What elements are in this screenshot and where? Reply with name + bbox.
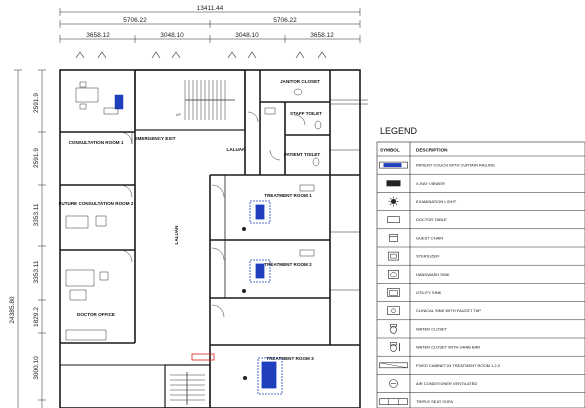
handwash-sink-icon [388,269,399,279]
left-dimensions [14,69,46,408]
xray-viewer-icon [386,180,401,187]
legend-description: PATIENT COUCH WITH CURTAIN RAILING [416,163,495,168]
legend-row: UTILITY SINK [377,288,585,302]
lower-dimension-2: 3048.10 [160,32,184,39]
upper-left-dimension: 5706.22 [123,17,147,24]
emergency-marker [191,353,215,361]
triple-seat-sofa-icon [379,398,408,406]
legend-description: UTILITY SINK [416,290,442,295]
treatment-room-1-label: TREATMENT ROOM 1 [264,193,312,198]
air-conditioner-icon [389,379,398,388]
vertical-dimension-3: 3353.11 [33,203,40,226]
lower-dimension-3: 3048.10 [235,32,259,39]
emergency-exit-label: EMERGENCY EXIT [134,136,175,141]
legend-description: FIXED CABINET IN TREATMENT ROOM 1,2,3 [416,363,501,368]
top-dimensions [59,8,361,43]
vertical-dimension-1: 2591.9 [33,93,40,113]
upper-stair-treads [184,80,235,120]
laluan-upper-label: LALUAN [227,147,247,152]
legend-description: WATER CLOSET WITH GRAB BAR [416,345,480,350]
janitor-closet-label: JANITOR CLOSET [280,79,320,84]
guest-chair-icon [389,234,398,242]
doctor-table-icon [387,216,400,223]
fixed-cabinet-icon [379,362,408,369]
legend-description: EXAMINATION LIGHT [416,199,457,204]
window-markers [75,51,327,59]
legend-description: HANDWASH SINK [416,272,450,277]
exterior-ledge [330,80,368,408]
legend-title: LEGEND [380,126,418,136]
legend-description: WATER CLOSET [416,326,448,331]
toilet-fixtures [264,88,322,257]
utility-sink-icon [387,288,400,297]
lower-dimension-1: 3658.12 [86,32,110,39]
patient-couch-icon [379,161,408,169]
legend-row: GUEST CHAIR [377,234,585,248]
lower-dimension-4: 3658.12 [310,32,334,39]
water-closet-grab-bar-icon [390,342,400,352]
future-consultation-room-2-label: FUTURE CONSULTATION ROOM 2 [59,201,134,206]
water-closet-icon [390,324,397,334]
vertical-dimension-4: 3353.11 [33,260,40,283]
doctor-office-furniture [65,269,109,341]
legend-description: GUEST CHAIR [416,235,443,240]
staff-toilet-label: STAFF TOILET [290,111,322,116]
legend-description: STERILIZER [416,254,439,259]
legend-row: DOCTOR TABLE [377,216,585,230]
legend-row: FIXED CABINET IN TREATMENT ROOM 1,2,3 [377,362,585,375]
vertical-total-dimension: 24385.80 [9,296,16,323]
treatment-room-2-label: TREATMENT ROOM 2 [264,262,312,267]
laluan-vertical-label: LALUAN [174,225,179,245]
stair-up-label: UP [176,113,181,117]
clinical-sink-icon [387,306,400,316]
sterilizer-icon [388,251,399,261]
legend-symbol-header: SYMBOL [380,148,400,153]
future-consultation-furniture [65,215,107,229]
consultation-room-1-label: CONSULTATION ROOM 1 [69,140,124,145]
legend-description: AIR CONDITIONER VENTILATED [416,381,477,386]
door-swings [119,111,306,318]
legend-row: TRIPLE SEAT SOFA [379,398,453,406]
overall-width-dimension: 13411.44 [197,5,224,12]
doctor-office-label: DOCTOR OFFICE [77,312,115,317]
building-walls [59,69,361,408]
legend-row: WATER CLOSET [377,324,585,339]
legend-row: AIR CONDITIONER VENTILATED [377,379,585,393]
treatment-room-3-label: TREATMENT ROOM 3 [266,356,314,361]
legend-row: PATIENT COUCH WITH CURTAIN RAILING [377,161,585,175]
legend-description-header: DESCRIPTION [416,148,448,153]
lower-stair-treads [170,372,205,405]
examination-lights [242,227,247,380]
consultation-room-1-furniture [75,81,124,115]
legend-row: WATER CLOSET WITH GRAB BAR [377,342,585,357]
legend: LEGEND SYMBOL DESCRIPTION PATIENT COUCH … [376,126,585,408]
patient-toilet-label: PATIENT TOILET [284,152,321,157]
examination-light-icon [388,196,399,207]
vertical-dimension-5: 1829.2 [33,307,40,327]
legend-description: TRIPLE SEAT SOFA [416,399,453,404]
vertical-dimension-6: 3000.10 [33,356,40,380]
vertical-dimension-2: 2591.9 [33,148,40,168]
legend-row: STERILIZER [377,251,585,266]
upper-right-dimension: 5706.22 [273,17,297,24]
legend-description: X-RAY VIEWER [416,181,445,186]
legend-row: CLINICAL SINK WITH FAUCET TAP [377,306,585,321]
legend-row: EXAMINATION LIGHT [377,196,585,211]
legend-description: CLINICAL SINK WITH FAUCET TAP [416,308,481,313]
legend-row: X-RAY VIEWER [377,180,585,193]
legend-description: DOCTOR TABLE [416,217,447,222]
legend-row: HANDWASH SINK [377,269,585,284]
treatment-room-equipment [249,200,283,395]
